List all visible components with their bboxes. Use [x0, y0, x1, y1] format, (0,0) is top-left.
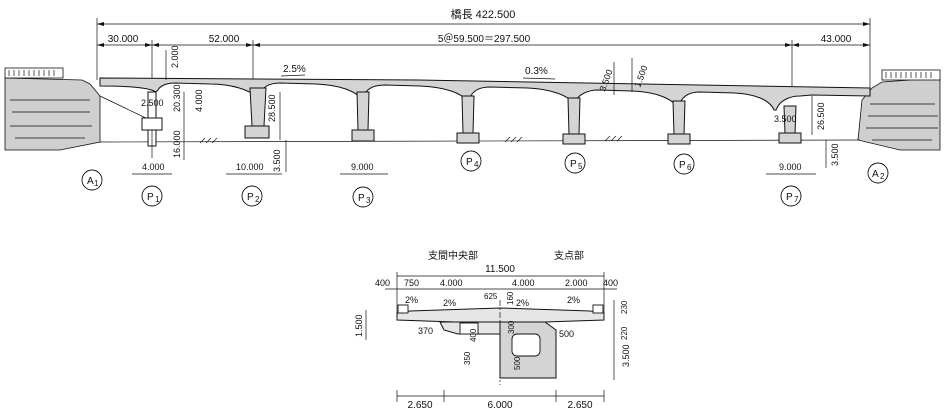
section-dim-500-v: 500 [513, 356, 522, 370]
section-bottom-right: 2.650 [567, 400, 592, 411]
pier-p4 [456, 95, 480, 144]
section-slope-4: 2% [567, 295, 580, 305]
svg-text:P: P [247, 192, 254, 203]
svg-text:P: P [570, 159, 577, 170]
section-right-220: 220 [620, 326, 629, 340]
svg-text:7: 7 [794, 195, 799, 204]
svg-text:6: 6 [687, 163, 692, 172]
footing-width-p1: 4.000 [142, 162, 165, 172]
section-top-dim-6: 400 [603, 278, 618, 288]
section-top-dim-5: 2.000 [565, 278, 588, 288]
section-total-width: 11.500 [485, 264, 515, 275]
svg-text:1: 1 [94, 179, 99, 188]
vdim-p1-cap: 2.500 [141, 98, 164, 108]
span-label-1: 30.000 [108, 34, 139, 45]
section-top-dim-1: 400 [375, 278, 390, 288]
svg-text:P: P [147, 192, 154, 203]
label-p3: P 3 [352, 186, 374, 208]
abutment-a1 [4, 67, 151, 151]
svg-text:P: P [466, 157, 473, 168]
section-dim-350: 350 [463, 351, 472, 365]
svg-text:1: 1 [155, 195, 160, 204]
section-right-230: 230 [620, 300, 629, 314]
section-dim-300: 300 [507, 320, 516, 334]
section-slope-3: 2% [516, 298, 529, 308]
svg-text:P: P [679, 160, 686, 171]
svg-text:P: P [786, 192, 793, 203]
section-dim-500-h: 500 [559, 329, 574, 339]
section-title-support: 支点部 [554, 249, 584, 262]
section-bottom-left: 2.650 [407, 400, 432, 411]
section-dim-160: 160 [506, 291, 515, 305]
section-top-dim-4: 4.000 [512, 278, 535, 288]
svg-text:2: 2 [255, 195, 260, 204]
pier-p3 [351, 91, 375, 142]
label-p6: P 6 [673, 153, 695, 175]
pier-p6 [667, 100, 691, 145]
section-slope-2: 2% [443, 298, 456, 308]
abutment-a2 [857, 69, 941, 151]
vdim-p1-foot: 16.000 [172, 130, 182, 158]
footing-width-p3: 9.000 [351, 162, 374, 172]
pier-p2 [244, 87, 270, 139]
vdim-deck-depth: 2.000 [170, 45, 180, 68]
section-dim-625: 625 [484, 292, 498, 301]
svg-text:3: 3 [366, 196, 371, 205]
total-length-label: 橋長 422.500 [451, 7, 516, 21]
elevation-slope-1: 2.5% [283, 64, 306, 75]
label-a2: A 2 [867, 162, 889, 184]
svg-text:A: A [872, 169, 879, 180]
section-right-height: 3.500 [621, 344, 631, 367]
svg-text:P: P [358, 193, 365, 204]
section-left-height: 1.500 [354, 314, 364, 337]
section-bottom-centre: 6.000 [487, 400, 512, 411]
section-title-midspan: 支間中央部 [428, 249, 478, 262]
section-dim-400: 400 [469, 328, 478, 342]
span-label-2: 52.000 [209, 34, 240, 45]
svg-text:4: 4 [474, 160, 479, 169]
label-p2: P 2 [241, 185, 263, 207]
footing-width-p7: 9.000 [779, 162, 802, 172]
vdim-p7-cap: 3.500 [774, 114, 797, 124]
section-dim-370: 370 [418, 326, 433, 336]
vdim-p7-height: 26.500 [816, 102, 826, 130]
svg-text:2: 2 [880, 172, 885, 181]
label-a1: A 1 [81, 169, 103, 191]
vdim-p1-height: 20.300 [172, 84, 182, 112]
svg-text:A: A [87, 176, 94, 187]
label-p7: P 7 [780, 185, 802, 207]
footing-width-p2: 10.000 [236, 162, 264, 172]
pier-p1 [141, 91, 163, 158]
cross-section-view: 支間中央部 支点部 11.500 400 750 4.000 4.000 2.0… [354, 249, 631, 411]
span-label-4: 43.000 [821, 34, 852, 45]
elevation-slope-2: 0.3% [525, 66, 548, 77]
vdim-p7-foot: 3.500 [830, 143, 840, 166]
section-top-dim-3: 4.000 [440, 278, 463, 288]
svg-text:5: 5 [578, 162, 583, 171]
span-label-3: 5＠59.500＝297.500 [438, 33, 531, 45]
label-p5: P 5 [564, 152, 586, 174]
pier-p5 [562, 97, 586, 145]
pier-p7 [778, 105, 802, 144]
label-p1: P 1 [141, 185, 163, 207]
section-slope-1: 2% [405, 295, 418, 305]
vdim-p2-height: 28.500 [267, 94, 277, 122]
vdim-p1-top: 4.000 [194, 89, 204, 112]
section-top-dim-2: 750 [404, 278, 419, 288]
label-p4: P 4 [460, 150, 482, 172]
vdim-p2-foot: 3.500 [272, 149, 282, 172]
elevation-view: 橋長 422.500 30.000 52.000 5＠59.500＝297.50… [4, 7, 941, 208]
